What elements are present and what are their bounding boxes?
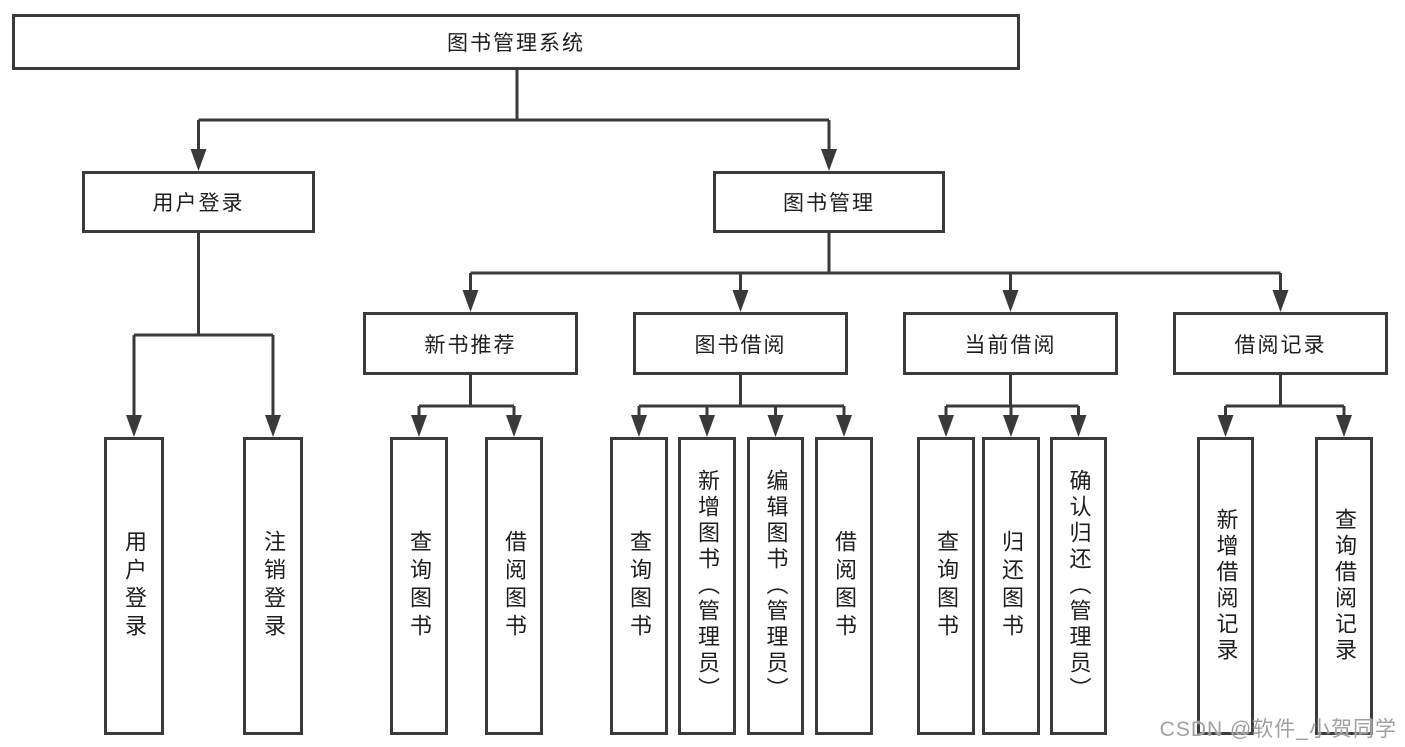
node-root: 图书管理系统 [12, 14, 1020, 70]
node-book-borrow-label: 图书借阅 [694, 333, 787, 357]
leaf-borrow-books: 借阅图书 [815, 437, 873, 735]
leaf-confirm-return-admin: 确认归还（管理员） [1050, 437, 1107, 735]
leaf-logout: 注销登录 [243, 437, 303, 735]
leaf-add-borrow-record: 新增借阅记录 [1197, 437, 1254, 735]
node-current-borrow: 当前借阅 [903, 312, 1118, 375]
leaf-user-login: 用户登录 [104, 437, 164, 735]
node-book-management: 图书管理 [713, 171, 945, 233]
leaf-confirm-return-admin-label: 确认归还（管理员） [1066, 469, 1092, 703]
leaf-edit-books-admin-label: 编辑图书（管理员） [763, 469, 789, 703]
node-user-login-label: 用户登录 [152, 192, 245, 215]
node-borrow-records: 借阅记录 [1173, 312, 1388, 375]
leaf-borrow-books-label: 借阅图书 [832, 530, 857, 642]
node-borrow-records-label: 借阅记录 [1234, 333, 1327, 357]
leaf-query-books-borrow-label: 查询图书 [627, 530, 652, 642]
leaf-logout-label: 注销登录 [261, 530, 286, 642]
node-root-label: 图书管理系统 [447, 32, 585, 55]
leaf-borrow-books-recommend: 借阅图书 [485, 437, 543, 735]
node-user-login: 用户登录 [82, 171, 315, 233]
leaf-add-books-admin: 新增图书（管理员） [678, 437, 736, 735]
leaf-edit-books-admin: 编辑图书（管理员） [747, 437, 804, 735]
leaf-query-books-current-label: 查询图书 [934, 530, 959, 642]
node-current-borrow-label: 当前借阅 [964, 333, 1057, 357]
node-book-management-label: 图书管理 [783, 192, 875, 215]
leaf-query-borrow-record-label: 查询借阅记录 [1332, 508, 1357, 664]
leaf-return-books: 归还图书 [982, 437, 1040, 735]
leaf-user-login-label: 用户登录 [122, 530, 147, 642]
leaf-borrow-books-recommend-label: 借阅图书 [502, 530, 527, 642]
leaf-query-books-recommend-label: 查询图书 [407, 530, 432, 642]
leaf-query-books-borrow: 查询图书 [610, 437, 668, 735]
csdn-watermark: CSDN @软件_小贺同学 [1159, 718, 1397, 741]
node-new-book-recommend-label: 新书推荐 [424, 333, 517, 357]
node-book-borrow: 图书借阅 [633, 312, 848, 375]
leaf-add-books-admin-label: 新增图书（管理员） [695, 469, 720, 703]
leaf-add-borrow-record-label: 新增借阅记录 [1213, 508, 1239, 664]
leaf-query-borrow-record: 查询借阅记录 [1315, 437, 1373, 735]
leaf-query-books-recommend: 查询图书 [390, 437, 448, 735]
leaf-query-books-current: 查询图书 [917, 437, 975, 735]
node-new-book-recommend: 新书推荐 [363, 312, 578, 375]
leaf-return-books-label: 归还图书 [999, 530, 1024, 642]
